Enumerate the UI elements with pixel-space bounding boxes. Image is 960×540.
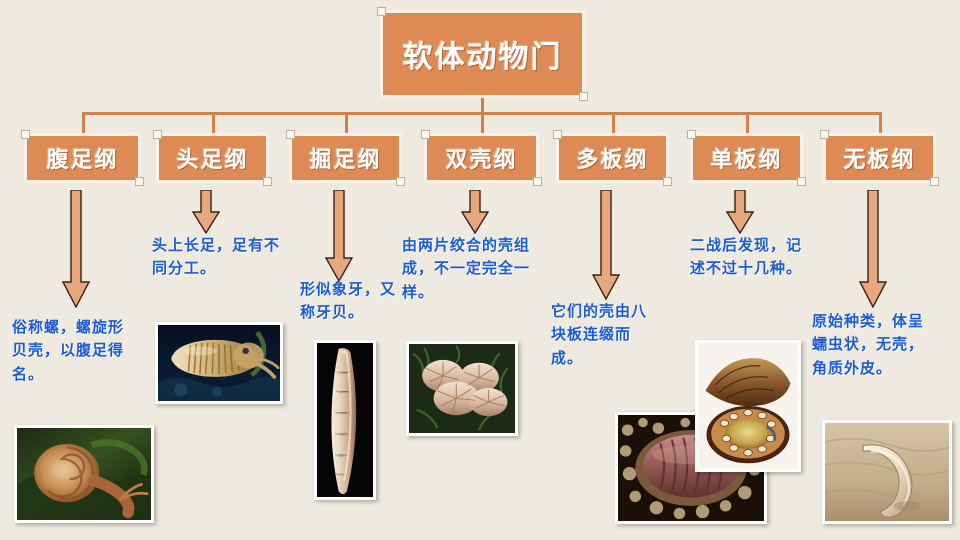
connector-drop-6 xyxy=(746,112,749,134)
class-box-polyplacophora[interactable]: 多板纲 xyxy=(553,130,672,186)
class-box-cephalopoda[interactable]: 头足纲 xyxy=(153,130,272,186)
monoplacophora-photo xyxy=(695,340,801,472)
class-label-gastropoda: 腹足纲 xyxy=(46,147,119,172)
class-label-scaphopoda: 掘足纲 xyxy=(309,147,382,172)
caption-scaphopoda: 形似象牙，又称牙贝。 xyxy=(300,281,397,322)
scallop-photo xyxy=(406,341,518,436)
caption-bivalvia: 由两片绞合的壳组成，不一定完全一样。 xyxy=(402,237,531,301)
connector-root-stem xyxy=(481,98,484,114)
arrow-down-scaphopoda xyxy=(325,190,353,282)
connector-drop-3 xyxy=(345,112,348,134)
connector-drop-5 xyxy=(612,112,615,134)
aplacophora-photo xyxy=(822,420,952,524)
class-box-bivalvia[interactable]: 双壳纲 xyxy=(421,130,542,186)
tusk-shell-photo xyxy=(314,340,376,500)
connector-drop-4 xyxy=(481,112,484,134)
class-box-scaphopoda[interactable]: 掘足纲 xyxy=(286,130,405,186)
class-label-bivalvia: 双壳纲 xyxy=(445,147,518,172)
arrow-down-bivalvia xyxy=(461,190,489,234)
class-box-gastropoda[interactable]: 腹足纲 xyxy=(21,130,144,186)
class-label-monoplacophora: 单板纲 xyxy=(710,147,783,172)
caption-monoplacophora: 二战后发现，记述不过十几种。 xyxy=(690,237,803,278)
caption-gastropoda: 俗称螺，螺旋形贝壳，以腹足得名。 xyxy=(12,319,125,383)
connector-drop-7 xyxy=(879,112,882,134)
root-node-label: 软体动物门 xyxy=(402,41,563,74)
class-label-aplacophora: 无板纲 xyxy=(843,147,916,172)
cuttlefish-photo xyxy=(155,322,283,404)
root-node-mollusca[interactable]: 软体动物门 xyxy=(377,7,588,101)
class-box-monoplacophora[interactable]: 单板纲 xyxy=(687,130,806,186)
arrow-down-polyplacophora xyxy=(592,190,620,300)
connector-drop-1 xyxy=(82,112,85,134)
arrow-down-cephalopoda xyxy=(192,190,220,234)
caption-polyplacophora: 它们的壳由八块板连缀而成。 xyxy=(551,303,648,367)
chiton-photo xyxy=(615,412,767,524)
class-box-aplacophora[interactable]: 无板纲 xyxy=(820,130,939,186)
snail-photo xyxy=(14,425,154,523)
arrow-down-aplacophora xyxy=(859,190,887,308)
class-label-polyplacophora: 多板纲 xyxy=(576,147,649,172)
connector-drop-2 xyxy=(212,112,215,134)
arrow-down-monoplacophora xyxy=(726,190,754,234)
caption-aplacophora: 原始种类，体呈蠕虫状，无壳，角质外皮。 xyxy=(812,313,925,377)
caption-cephalopoda: 头上长足，足有不同分工。 xyxy=(152,237,281,278)
class-label-cephalopoda: 头足纲 xyxy=(176,147,249,172)
arrow-down-gastropoda xyxy=(62,190,90,308)
